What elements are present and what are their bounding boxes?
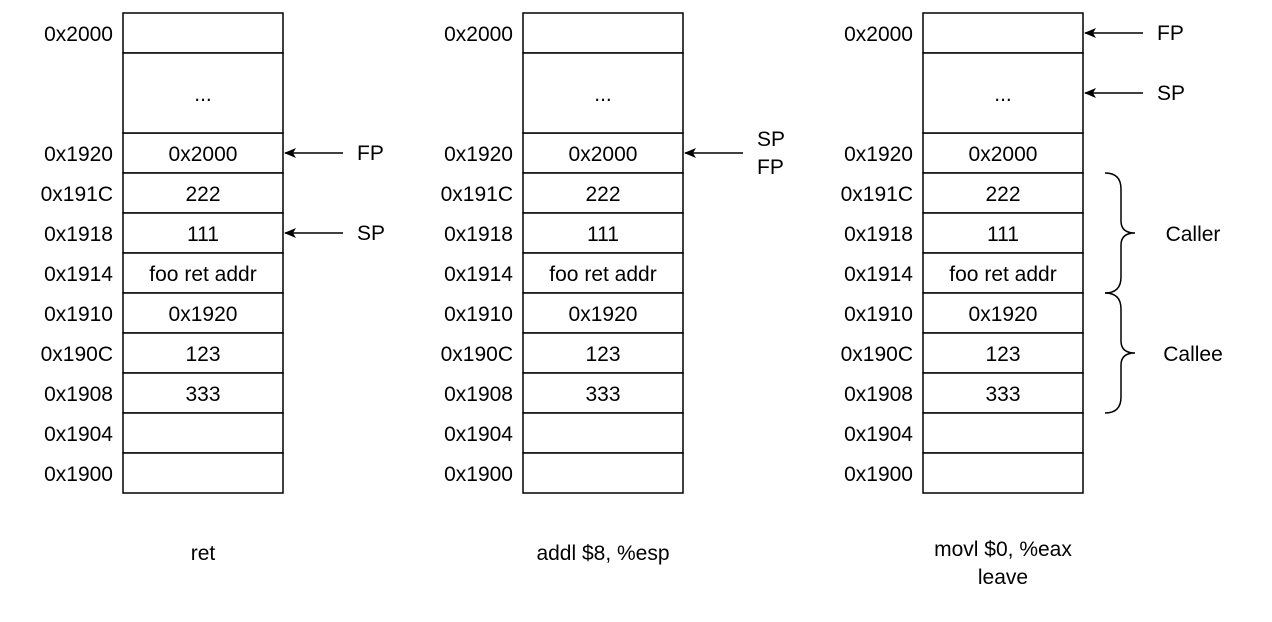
ellipsis-cell: [522, 52, 684, 134]
cell-value: 0x2000: [569, 143, 638, 166]
address-label: 0x1910: [444, 303, 513, 326]
cell-value: 123: [585, 343, 620, 366]
address-label: 0x1918: [444, 223, 513, 246]
ellipsis-text: ...: [594, 83, 612, 106]
stack-cell: [122, 252, 284, 294]
address-label: 0x1920: [44, 143, 113, 166]
brace-label-callee: Callee: [1163, 343, 1223, 366]
cell-value: foo ret addr: [549, 263, 656, 286]
address-label: 0x1904: [444, 423, 513, 446]
brace-label-caller: Caller: [1166, 223, 1221, 246]
stack-cell: [122, 132, 284, 174]
ellipsis-text: ...: [994, 83, 1012, 106]
cell-value: 0x1920: [169, 303, 238, 326]
stack-cell: [122, 452, 284, 494]
address-label: 0x190C: [841, 343, 913, 366]
stack-cell: [522, 452, 684, 494]
ellipsis-text: ...: [194, 83, 212, 106]
stack-3: 0x2000 0x1920 0x2000 0x191C 222 0x1918 111 0x19…: [841, 12, 1223, 589]
stack-cell: [922, 452, 1084, 494]
address-label: 0x1910: [844, 303, 913, 326]
address-label: 0x1908: [844, 383, 913, 406]
stack-cell: [522, 372, 684, 414]
cell-value: 222: [985, 183, 1020, 206]
stack-cell: [922, 132, 1084, 174]
stack-cell: [922, 292, 1084, 334]
address-label: 0x2000: [844, 23, 913, 46]
address-label: 0x191C: [41, 183, 113, 206]
stack-cell: [122, 412, 284, 454]
stack-cell: [522, 412, 684, 454]
cell-value: 123: [985, 343, 1020, 366]
stack-cell: [922, 252, 1084, 294]
cell-value: 333: [985, 383, 1020, 406]
cell-value: 111: [587, 223, 619, 246]
address-label: 0x1918: [44, 223, 113, 246]
address-label: 0x1900: [44, 463, 113, 486]
cell-value: 0x2000: [169, 143, 238, 166]
address-label: 0x190C: [41, 343, 113, 366]
cell-value: foo ret addr: [149, 263, 256, 286]
cell-value: 111: [987, 223, 1019, 246]
address-label: 0x1904: [844, 423, 913, 446]
cell-value: 111: [187, 223, 219, 246]
instruction-caption: movl $0, %eax: [934, 538, 1072, 561]
brace-icon: [1104, 292, 1136, 414]
brace-icon: [1104, 172, 1136, 294]
cell-value: 333: [585, 383, 620, 406]
stack-cell: [522, 332, 684, 374]
pointer-label-fp: FP: [357, 142, 384, 165]
address-label: 0x1908: [444, 383, 513, 406]
cell-value: 0x1920: [569, 303, 638, 326]
stack-cell: [922, 412, 1084, 454]
pointer-label-fp: FP: [757, 156, 784, 179]
instruction-caption: ret: [191, 542, 216, 565]
ellipsis-cell: [922, 52, 1084, 134]
stack-cell: [922, 12, 1084, 54]
address-label: 0x1920: [444, 143, 513, 166]
address-label: 0x190C: [441, 343, 513, 366]
address-label: 0x191C: [441, 183, 513, 206]
stack-cell: [922, 372, 1084, 414]
instruction-caption: leave: [978, 566, 1028, 589]
address-label: 0x1908: [44, 383, 113, 406]
cell-value: 0x1920: [969, 303, 1038, 326]
stack-2: 0x2000 0x1920 0x2000 0x191C 222 0x1918 111 0x19…: [441, 12, 785, 565]
address-label: 0x1920: [844, 143, 913, 166]
cell-value: 222: [585, 183, 620, 206]
ellipsis-cell: [122, 52, 284, 134]
address-label: 0x1918: [844, 223, 913, 246]
cell-value: 123: [185, 343, 220, 366]
pointer-label-sp: SP: [1157, 82, 1185, 105]
stack-cell: [122, 332, 284, 374]
stack-cell: [922, 172, 1084, 214]
stack-cell: [922, 212, 1084, 254]
address-label: 0x1914: [444, 263, 513, 286]
address-label: 0x1900: [844, 463, 913, 486]
address-label: 0x191C: [841, 183, 913, 206]
address-label: 0x2000: [444, 23, 513, 46]
stack-cell: [122, 172, 284, 214]
cell-value: foo ret addr: [949, 263, 1056, 286]
cell-value: 222: [185, 183, 220, 206]
cell-value: 333: [185, 383, 220, 406]
stack-cell: [922, 332, 1084, 374]
address-label: 0x1914: [844, 263, 913, 286]
address-label: 0x1914: [44, 263, 113, 286]
instruction-caption: addl $8, %esp: [536, 542, 669, 565]
stack-cell: [522, 12, 684, 54]
pointer-label-sp: SP: [757, 128, 785, 151]
address-label: 0x1910: [44, 303, 113, 326]
pointer-label-sp: SP: [357, 222, 385, 245]
stack-cell: [522, 212, 684, 254]
stack-cell: [522, 292, 684, 334]
stack-cell: [122, 12, 284, 54]
address-label: 0x1904: [44, 423, 113, 446]
cell-value: 0x2000: [969, 143, 1038, 166]
pointer-label-fp: FP: [1157, 22, 1184, 45]
address-label: 0x1900: [444, 463, 513, 486]
address-label: 0x2000: [44, 23, 113, 46]
stack-cell: [522, 252, 684, 294]
stack-1: 0x2000 0x1920 0x2000 0x191C 222 0x1918 111 0x19…: [41, 12, 385, 565]
